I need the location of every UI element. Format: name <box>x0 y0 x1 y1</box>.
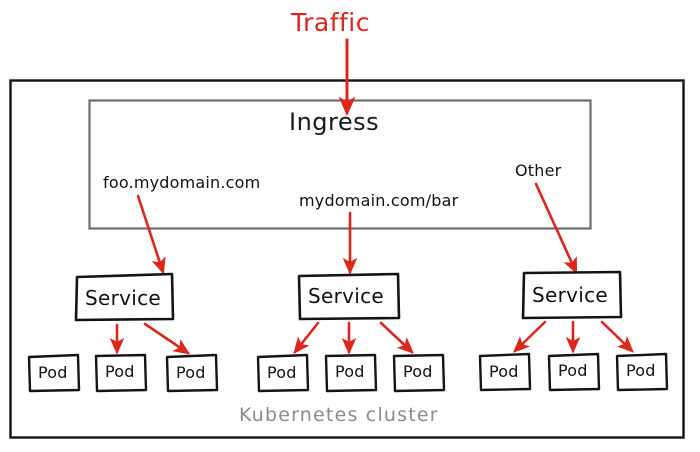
pod-box-shape-2-2 <box>324 353 378 393</box>
pod-box-shape-1-3 <box>165 353 219 393</box>
pod-box-shape-2-3 <box>392 353 446 393</box>
ingress-label: Ingress <box>289 108 380 136</box>
pod-box-shape-1-1 <box>27 353 81 393</box>
service-box-shape-3 <box>521 270 623 320</box>
pod-box-shape-2-1 <box>256 353 310 393</box>
service-label-1: Service <box>85 286 162 310</box>
pod-box-shape-3-1 <box>478 352 532 392</box>
pod-label-2-3: Pod <box>403 362 433 381</box>
rule-label-foo: foo.mydomain.com <box>103 173 261 192</box>
service-pod-arrows-1 <box>109 322 191 355</box>
pod-label-3-3: Pod <box>626 361 656 380</box>
cluster-label: Kubernetes cluster <box>239 404 439 426</box>
rule-label-bar: mydomain.com/bar <box>299 191 459 210</box>
pod-label-3-2: Pod <box>558 361 588 380</box>
pod-label-3-1: Pod <box>489 362 519 381</box>
service-box-shape-1 <box>74 272 175 322</box>
pod-label-1-1: Pod <box>38 363 68 382</box>
pod-label-1-2: Pod <box>105 362 135 381</box>
service-pod-arrows-3 <box>513 320 634 354</box>
pod-label-2-2: Pod <box>335 362 365 381</box>
rule-arrow-other <box>534 182 578 275</box>
service-box-shape-2 <box>297 272 401 321</box>
pod-label-2-1: Pod <box>267 363 297 382</box>
service-pod-arrows-2 <box>293 321 414 355</box>
rule-label-other: Other <box>515 161 562 180</box>
pod-box-shape-1-2 <box>94 353 148 393</box>
pod-label-1-3: Pod <box>176 363 206 382</box>
service-label-2: Service <box>308 284 385 308</box>
service-label-3: Service <box>532 283 609 307</box>
pod-box-shape-3-2 <box>547 352 601 392</box>
rule-arrow-foo <box>136 194 166 275</box>
pod-box-shape-3-3 <box>615 352 669 392</box>
traffic-label: Traffic <box>291 8 370 37</box>
